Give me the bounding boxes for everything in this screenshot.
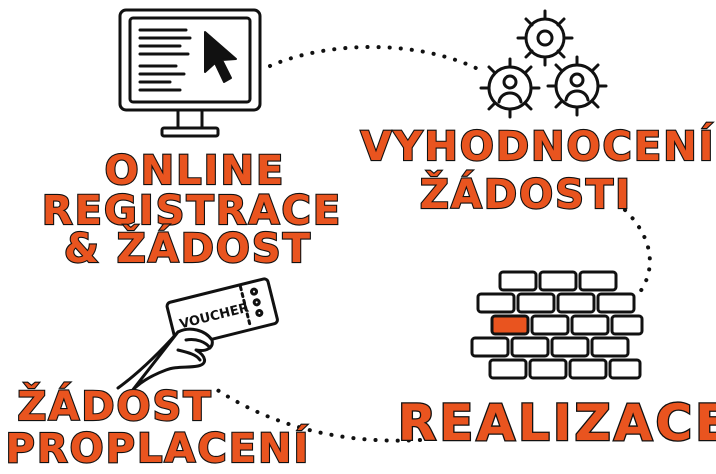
hand-voucher-icon: VOUCHER: [116, 277, 279, 398]
cursor-icon: [204, 31, 237, 83]
label-realization: REALIZACE: [396, 393, 716, 454]
accent-brick: [490, 314, 530, 336]
computer-monitor-icon: [118, 8, 262, 138]
label-online-registration: ONLINE REGISTRACE & ŽÁDOST: [41, 147, 342, 273]
label-realization-line-1: REALIZACE: [398, 394, 716, 452]
label-evaluation: VYHODNOCENÍ ŽÁDOSTI: [359, 121, 715, 219]
brick-wall-icon: [470, 270, 644, 380]
label-reimbursement-line-1: ŽÁDOST: [17, 382, 212, 430]
label-reimbursement-line-2: O PROPLACENÍ: [0, 424, 310, 472]
label-reimbursement: ŽÁDOST O PROPLACENÍ: [0, 381, 310, 473]
connector-realization-to-reimbursement: [208, 383, 422, 443]
label-online-line-1: ONLINE: [105, 148, 286, 194]
connectors: [208, 44, 652, 443]
label-evaluation-line-1: VYHODNOCENÍ: [360, 122, 715, 170]
connector-evaluation-to-realization: [623, 208, 652, 294]
gears-people-icon: [479, 9, 608, 119]
label-evaluation-line-2: ŽÁDOSTI: [420, 170, 632, 218]
connector-online-to-evaluation: [268, 44, 482, 72]
label-online-line-3: & ŽÁDOST: [64, 224, 312, 272]
label-online-line-2: REGISTRACE: [42, 188, 342, 234]
